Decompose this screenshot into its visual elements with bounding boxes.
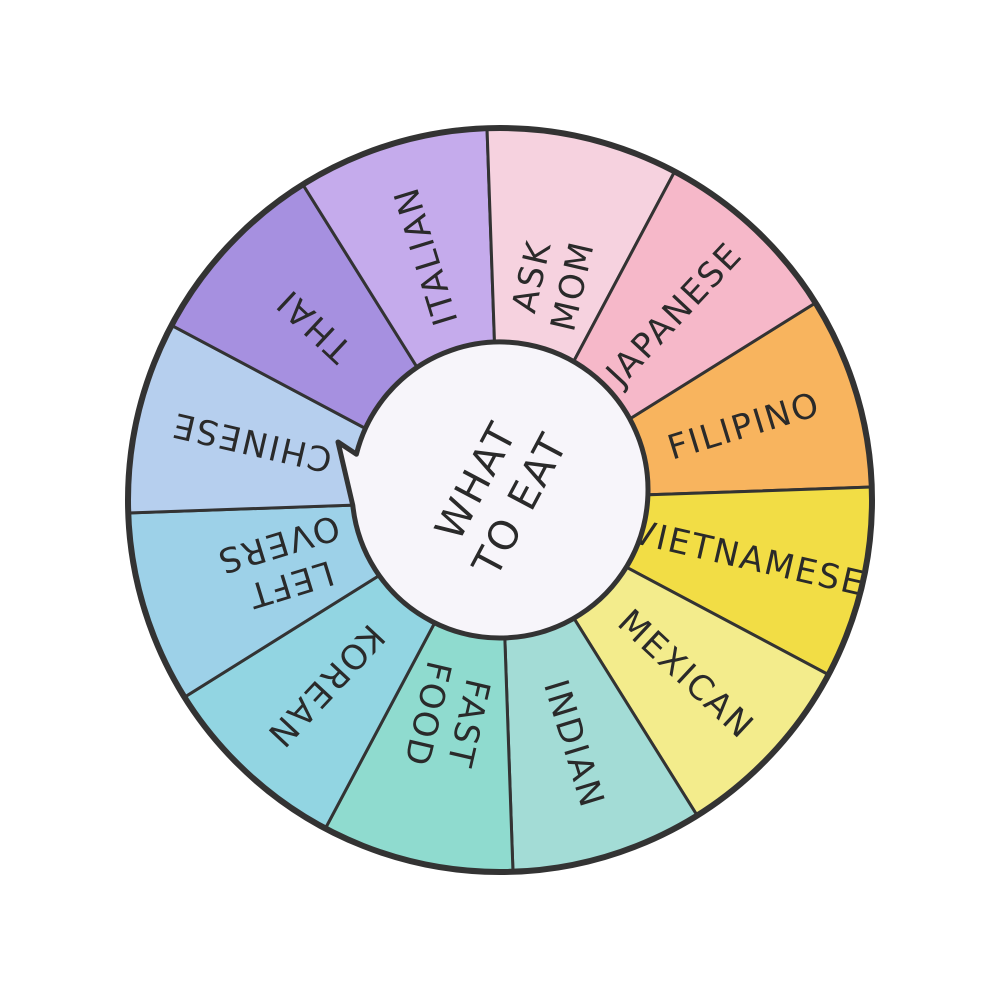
- wheel-rim: [125, 125, 875, 875]
- speech-bubble-shape: [335, 339, 651, 641]
- center-speech-bubble[interactable]: WHAT TO EAT: [335, 339, 651, 641]
